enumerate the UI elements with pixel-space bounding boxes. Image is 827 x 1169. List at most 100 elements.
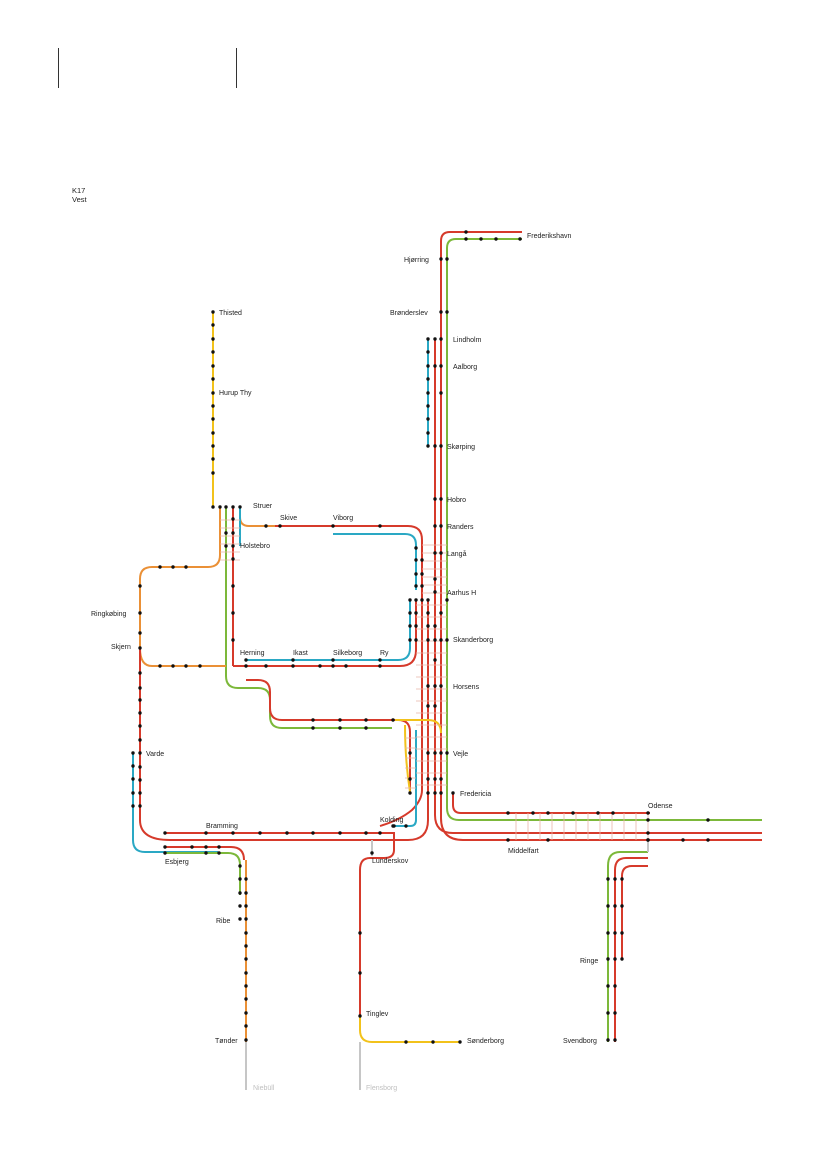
stop-dot — [408, 624, 412, 628]
stop-dot — [426, 777, 430, 781]
header-code: K17 — [72, 186, 86, 195]
line-blue-viborg — [333, 533, 417, 590]
stop-dot — [344, 664, 348, 668]
stop-dot — [681, 838, 685, 842]
stop-dot — [138, 631, 142, 635]
stop-dot — [231, 544, 235, 548]
station-stops — [131, 230, 710, 1044]
stop-dot — [244, 658, 248, 662]
stop-dot — [439, 337, 443, 341]
stop-dot — [439, 444, 443, 448]
line-red-frederikshavn — [440, 231, 522, 600]
stop-dot — [311, 726, 315, 730]
stop-dot — [163, 851, 167, 855]
stop-dot — [426, 350, 430, 354]
stop-dot — [439, 524, 443, 528]
stop-dot — [331, 524, 335, 528]
stop-dot — [138, 738, 142, 742]
line-red-svendborg-2 — [621, 865, 648, 960]
stop-dot — [364, 831, 368, 835]
label-horsens: Horsens — [453, 684, 480, 691]
stop-dot — [620, 904, 624, 908]
stop-dot — [364, 726, 368, 730]
stop-dot — [506, 838, 510, 842]
stop-dot — [433, 658, 437, 662]
stop-dot — [378, 664, 382, 668]
stop-dot — [408, 777, 412, 781]
stop-dot — [358, 931, 362, 935]
stop-dot — [238, 904, 242, 908]
stop-dot — [606, 877, 610, 881]
stop-dot — [211, 323, 215, 327]
stop-dot — [433, 337, 437, 341]
stop-dot — [433, 638, 437, 642]
stop-dot — [420, 598, 424, 602]
stop-dot — [285, 831, 289, 835]
line-yellow-sonderborg — [359, 1016, 460, 1043]
stop-dot — [606, 1038, 610, 1042]
stop-dot — [244, 944, 248, 948]
line-red-viborg — [275, 525, 423, 600]
stop-dot — [606, 1011, 610, 1015]
line-orange-holstebro — [139, 507, 221, 655]
stop-dot — [244, 931, 248, 935]
stop-dot — [596, 811, 600, 815]
stop-dot — [613, 931, 617, 935]
stop-dot — [445, 638, 449, 642]
label-struer: Struer — [253, 503, 273, 510]
stop-dot — [606, 904, 610, 908]
stop-dot — [613, 904, 617, 908]
stop-dot — [238, 505, 242, 509]
stop-dot — [244, 1038, 248, 1042]
label-tonder: Tønder — [215, 1038, 238, 1045]
stop-dot — [198, 664, 202, 668]
stop-dot — [138, 611, 142, 615]
stop-dot — [414, 638, 418, 642]
stop-dot — [138, 671, 142, 675]
stop-dot — [138, 711, 142, 715]
stop-dot — [211, 471, 215, 475]
stop-dot — [211, 505, 215, 509]
line-blue-herning — [246, 600, 411, 661]
stop-dot — [244, 957, 248, 961]
label-aarhus: Aarhus H — [447, 590, 476, 597]
map-header: K17 Vest — [72, 186, 87, 204]
stop-dot — [244, 891, 248, 895]
stop-dot — [439, 497, 443, 501]
label-esbjerg: Esbjerg — [165, 859, 189, 866]
stop-dot — [426, 391, 430, 395]
line-red-svendborg-1 — [614, 857, 648, 1042]
stop-dot — [445, 598, 449, 602]
stop-dot — [439, 257, 443, 261]
stop-dot — [244, 971, 248, 975]
stop-dot — [291, 664, 295, 668]
label-lunderskov: Lunderskov — [372, 858, 409, 865]
label-hurup: Hurup Thy — [219, 390, 252, 397]
stop-dot — [646, 838, 650, 842]
stop-dot — [646, 811, 650, 815]
label-ringkobing: Ringkøbing — [91, 611, 127, 618]
stop-dot — [211, 444, 215, 448]
stop-dot — [211, 364, 215, 368]
stop-dot — [244, 877, 248, 881]
label-frederikshavn: Frederikshavn — [527, 233, 571, 240]
stop-dot — [211, 377, 215, 381]
label-kolding: Kolding — [380, 817, 403, 824]
label-skorping: Skørping — [447, 444, 475, 451]
stop-dot — [190, 845, 194, 849]
stop-dot — [613, 957, 617, 961]
stop-dot — [426, 598, 430, 602]
station-labels: Frederikshavn Hjørring Brønderslev Lindh… — [91, 233, 673, 1092]
stop-dot — [331, 664, 335, 668]
stop-dot — [138, 765, 142, 769]
stop-dot — [338, 726, 342, 730]
stop-dot — [331, 658, 335, 662]
stop-dot — [231, 505, 235, 509]
stop-dot — [439, 638, 443, 642]
stop-dot — [606, 931, 610, 935]
stop-dot — [433, 590, 437, 594]
stop-dot — [433, 497, 437, 501]
label-skjern: Skjern — [111, 644, 131, 651]
stop-dot — [217, 851, 221, 855]
stop-dot — [439, 310, 443, 314]
